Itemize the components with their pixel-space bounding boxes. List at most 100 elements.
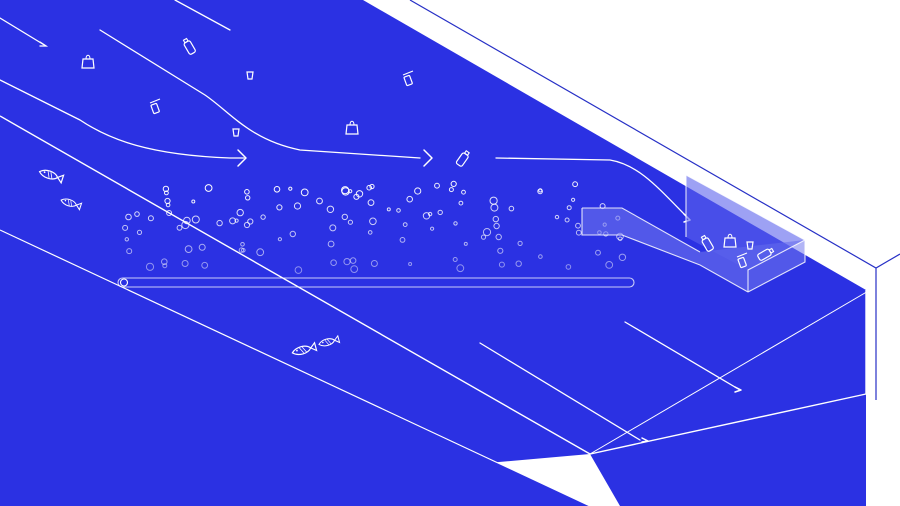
bubble xyxy=(289,230,296,238)
bubble xyxy=(243,221,251,229)
bubble xyxy=(198,243,206,251)
bubble xyxy=(617,236,623,242)
bubble xyxy=(538,254,543,259)
bubble xyxy=(515,260,522,267)
channel-inner-line xyxy=(0,229,591,506)
bubble xyxy=(480,234,487,240)
bubble xyxy=(327,240,335,248)
bubble xyxy=(134,211,140,217)
bubble xyxy=(366,184,373,191)
bubble xyxy=(181,260,189,267)
bubble xyxy=(300,188,309,197)
bubble xyxy=(402,222,408,228)
bubble xyxy=(605,261,614,269)
water-front-face xyxy=(590,394,866,506)
bubble xyxy=(566,205,572,211)
bubble xyxy=(347,219,353,225)
bubble xyxy=(273,186,281,193)
bubble xyxy=(124,237,130,242)
bubble xyxy=(162,263,168,269)
bubble xyxy=(369,183,375,190)
bubble xyxy=(463,241,468,246)
bubble xyxy=(414,187,422,195)
bubble xyxy=(201,261,209,269)
bubble xyxy=(122,224,129,231)
bubble xyxy=(216,219,223,227)
bubble xyxy=(595,249,601,256)
bubble xyxy=(565,264,572,270)
bubble xyxy=(136,229,143,235)
bubble xyxy=(288,186,293,191)
bubble xyxy=(437,209,443,216)
bubble xyxy=(537,188,543,195)
bubble xyxy=(369,217,377,226)
bubble xyxy=(350,265,359,274)
bubble xyxy=(276,204,283,211)
bubble xyxy=(236,208,244,217)
bubble xyxy=(162,185,170,193)
bubble xyxy=(498,261,505,268)
bubble xyxy=(367,230,373,235)
bubble xyxy=(343,258,351,266)
bubble xyxy=(554,214,560,220)
bubble xyxy=(229,217,237,225)
bubble xyxy=(330,259,337,267)
bubble xyxy=(341,213,348,221)
bubble xyxy=(493,222,500,230)
bubble xyxy=(456,264,465,273)
bubble xyxy=(341,186,350,195)
bubble xyxy=(571,197,576,202)
bubble xyxy=(490,203,499,212)
bubble xyxy=(618,253,627,261)
bubble xyxy=(204,184,213,192)
bubble xyxy=(183,216,191,225)
bubble xyxy=(453,221,458,226)
bubble xyxy=(461,189,466,195)
bubble xyxy=(293,202,302,210)
bubble xyxy=(164,190,169,196)
bubble xyxy=(240,242,245,247)
bubble xyxy=(176,224,183,231)
bubble xyxy=(497,247,504,254)
bubble xyxy=(326,205,335,214)
barrier-base-line xyxy=(589,289,871,455)
bubble xyxy=(367,199,375,207)
bubble xyxy=(434,182,440,189)
bubble xyxy=(427,211,433,217)
bubble-pipe xyxy=(117,277,635,288)
bubble xyxy=(294,266,303,274)
bubble xyxy=(161,258,168,266)
flow-lines xyxy=(0,0,740,440)
bubble xyxy=(166,210,173,216)
bubble xyxy=(260,214,266,220)
bubble xyxy=(244,189,250,195)
bubble xyxy=(572,181,578,188)
bubble xyxy=(495,233,502,241)
bubble xyxy=(145,262,155,271)
bubble xyxy=(564,217,570,223)
bubble xyxy=(329,224,337,232)
bubble xyxy=(408,262,413,266)
bubble-curtain xyxy=(122,180,627,274)
bubble xyxy=(370,260,378,267)
bubble xyxy=(399,237,406,243)
bubble xyxy=(430,226,435,231)
bubble xyxy=(191,199,196,204)
bubble xyxy=(165,202,171,208)
bubble xyxy=(450,180,457,187)
bubble xyxy=(575,229,582,236)
bubble xyxy=(191,215,200,224)
bubble xyxy=(181,220,190,230)
bubble xyxy=(492,215,499,223)
bubble xyxy=(238,247,245,253)
bubble xyxy=(277,237,282,242)
bubble xyxy=(406,195,414,203)
bubble xyxy=(353,193,360,200)
bubble xyxy=(458,200,464,206)
river-bank-edge xyxy=(409,0,900,400)
bubble xyxy=(482,228,492,237)
bubble xyxy=(147,215,154,222)
bubble xyxy=(396,208,401,213)
